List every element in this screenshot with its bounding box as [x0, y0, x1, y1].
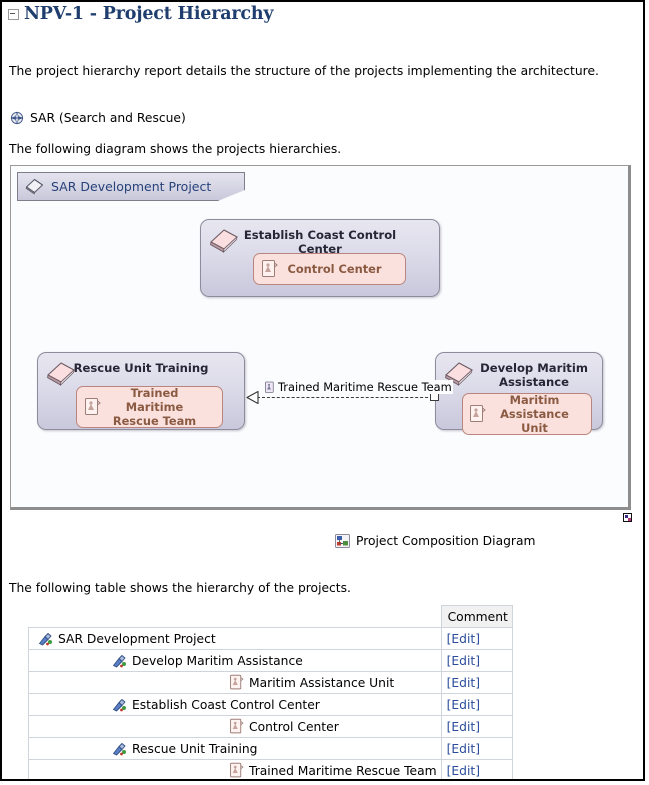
table-row[interactable]: Control Center [Edit]: [28, 715, 513, 738]
row-comment-cell: [Edit]: [440, 649, 513, 672]
project-tool-icon: [111, 698, 127, 712]
project-hierarchy-table: Comment SAR Develop: [28, 605, 513, 779]
sar-node-row[interactable]: SAR (Search and Rescue): [10, 111, 186, 125]
project-box-rescue-unit-training[interactable]: Rescue Unit Training Trained Maritime Re…: [37, 352, 245, 430]
table-intro-text: The following table shows the hierarchy …: [9, 581, 351, 595]
row-name-cell: Develop Maritim Assistance: [28, 649, 442, 672]
diagram-caption-row[interactable]: Project Composition Diagram: [335, 534, 535, 548]
page-title-row: NPV-1 - Project Hierarchy: [8, 4, 274, 24]
hollow-triangle-arrow-icon: [246, 390, 259, 405]
diagram-intro-text: The following diagram shows the projects…: [9, 142, 342, 156]
edit-link[interactable]: [Edit]: [446, 763, 481, 778]
row-comment-cell: [Edit]: [440, 715, 513, 738]
edit-link[interactable]: [Edit]: [446, 697, 481, 712]
edit-link[interactable]: [Edit]: [446, 741, 481, 756]
intro-text: The project hierarchy report details the…: [9, 64, 599, 78]
diagram-caption-label: Project Composition Diagram: [356, 534, 536, 548]
project-box-title: Develop Maritim Assistance: [480, 361, 588, 389]
sar-node-label: SAR (Search and Rescue): [30, 111, 186, 125]
row-name-label: Maritim Assistance Unit: [249, 675, 395, 690]
row-name-cell: Establish Coast Control Center: [28, 693, 442, 716]
collapse-minus-icon[interactable]: [8, 8, 19, 20]
diagram-frame-tab[interactable]: SAR Development Project: [17, 172, 245, 201]
row-comment-cell: [Edit]: [440, 693, 513, 716]
asset-card-icon: [229, 674, 244, 691]
asset-card-icon: [229, 718, 244, 735]
table-header-row: Comment: [28, 605, 513, 628]
row-comment-cell: [Edit]: [440, 627, 513, 650]
diagram-frame-label: SAR Development Project: [51, 179, 212, 194]
table-row[interactable]: Establish Coast Control Center [Edit]: [28, 693, 513, 716]
row-comment-cell: [Edit]: [440, 671, 513, 694]
row-name-cell: Rescue Unit Training: [28, 737, 442, 760]
row-name-label: Develop Maritim Assistance: [132, 653, 303, 668]
column-header-comment: Comment: [440, 605, 513, 628]
edit-link[interactable]: [Edit]: [446, 653, 481, 668]
project-box-title: Establish Coast Control Center: [243, 228, 397, 256]
row-name-label: Trained Maritime Rescue Team: [249, 763, 437, 778]
table-row[interactable]: SAR Development Project [Edit]: [28, 627, 513, 650]
project-scroll-icon: [444, 361, 474, 387]
row-name-label: Establish Coast Control Center: [132, 697, 320, 712]
project-tool-icon: [111, 742, 127, 756]
project-box-develop-maritim-assistance[interactable]: Develop Maritim Assistance Maritim Assis…: [435, 352, 603, 435]
row-name-cell: Control Center: [28, 715, 442, 738]
row-comment-cell: [Edit]: [440, 737, 513, 760]
resize-handle-icon[interactable]: [623, 513, 632, 522]
row-name-label: Rescue Unit Training: [132, 741, 258, 756]
diamond-project-icon: [25, 178, 44, 195]
diagram-icon: [335, 534, 350, 548]
asset-box-label: Trained Maritime Rescue Team: [112, 386, 197, 428]
asset-box-trained-maritime-rescue-team[interactable]: Trained Maritime Rescue Team: [76, 386, 223, 428]
row-name-cell: Maritim Assistance Unit: [28, 671, 442, 694]
asset-card-icon: [469, 404, 486, 424]
row-name-cell: SAR Development Project: [28, 627, 442, 650]
column-header-name: [28, 605, 442, 628]
asset-box-label: Maritim Assistance Unit: [500, 393, 569, 435]
project-tool-icon: [111, 654, 127, 668]
asset-card-icon: [229, 762, 244, 779]
table-row[interactable]: Maritim Assistance Unit [Edit]: [28, 671, 513, 694]
row-name-label: Control Center: [249, 719, 339, 734]
asset-box-maritim-assistance-unit[interactable]: Maritim Assistance Unit: [462, 393, 592, 435]
asset-box-control-center[interactable]: Control Center: [253, 253, 406, 285]
project-composition-diagram[interactable]: SAR Development Project Establish Coast …: [10, 165, 631, 510]
row-comment-cell: [Edit]: [440, 759, 513, 779]
asset-card-icon: [84, 397, 101, 417]
compass-rose-icon: [10, 111, 24, 125]
asset-card-icon: [264, 381, 276, 394]
table-row[interactable]: Trained Maritime Rescue Team [Edit]: [28, 759, 513, 779]
table-row[interactable]: Develop Maritim Assistance [Edit]: [28, 649, 513, 672]
project-box-title: Rescue Unit Training: [73, 361, 209, 375]
asset-card-icon: [261, 259, 278, 279]
edit-link[interactable]: [Edit]: [446, 675, 481, 690]
project-scroll-icon: [46, 361, 76, 387]
row-name-label: SAR Development Project: [58, 631, 216, 646]
edit-link[interactable]: [Edit]: [446, 719, 481, 734]
page-title: NPV-1 - Project Hierarchy: [24, 4, 274, 24]
asset-box-label: Control Center: [287, 262, 382, 276]
connector-label-text: Trained Maritime Rescue Team: [278, 380, 452, 394]
edit-link[interactable]: [Edit]: [446, 631, 481, 646]
connector-label: Trained Maritime Rescue Team: [263, 380, 453, 394]
project-scroll-icon: [209, 228, 239, 254]
row-name-cell: Trained Maritime Rescue Team: [28, 759, 442, 779]
project-tool-icon: [37, 632, 53, 646]
dependency-connector-line[interactable]: [257, 397, 433, 398]
table-body: SAR Development Project [Edit]: [28, 627, 513, 779]
table-row[interactable]: Rescue Unit Training [Edit]: [28, 737, 513, 760]
project-box-establish-coast-control-center[interactable]: Establish Coast Control Center Control C…: [200, 219, 440, 297]
